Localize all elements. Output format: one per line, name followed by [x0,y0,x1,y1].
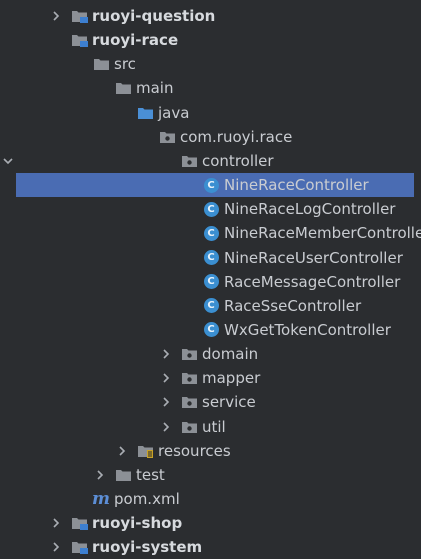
tree-item-nineracemembercontroller[interactable]: C NineRaceMemberController [0,221,421,245]
tree-item-label: java [158,103,190,122]
tree-item-label: ruoyi-race [92,31,179,50]
package-icon [180,419,198,435]
folder-icon [92,56,110,72]
tree-item-label: com.ruoyi.race [180,127,293,146]
class-icon-letter: C [203,274,219,290]
tree-item-label: NineRaceController [224,176,369,195]
tree-item-label: util [202,417,226,436]
module-folder-icon [70,515,88,531]
tree-item-label: NineRaceLogController [224,200,396,219]
tree-item-ruoyi-system[interactable]: ruoyi-system [0,535,421,559]
tree-item-label: resources [158,441,231,460]
tree-item-ruoyi-race[interactable]: ruoyi-race [0,28,421,52]
package-icon [158,129,176,145]
tree-item-label: RaceSseController [224,296,362,315]
tree-item-label: ruoyi-question [92,7,216,25]
class-icon-letter: C [203,322,219,338]
chevron-right-icon[interactable] [158,394,174,410]
class-icon: C [202,298,220,314]
tree-item-util[interactable]: util [0,415,421,439]
class-icon: C [202,201,220,217]
tree-item-racemessagecontroller[interactable]: C RaceMessageController [0,270,421,294]
module-folder-icon [70,32,88,48]
module-folder-icon [70,539,88,555]
folder-icon [114,467,132,483]
resources-folder-icon [136,443,154,459]
tree-item-test[interactable]: test [0,463,421,487]
tree-item-label: NineRaceMemberController [224,224,421,243]
chevron-right-icon[interactable] [114,443,130,459]
class-icon-letter: C [203,298,219,314]
class-icon: C [202,274,220,290]
tree-item-label: src [114,55,136,74]
tree-item-mapper[interactable]: mapper [0,366,421,390]
class-icon-letter: C [203,250,219,265]
maven-icon-letter: m [92,489,110,509]
tree-item-src[interactable]: src [0,52,421,76]
chevron-right-icon[interactable] [158,419,174,435]
chevron-right-icon[interactable] [48,539,64,555]
tree-item-wxgettokencontroller[interactable]: C WxGetTokenController [0,318,421,342]
tree-item-domain[interactable]: domain [0,342,421,366]
tree-item-label: controller [202,151,274,170]
tree-item-label: RaceMessageController [224,272,401,291]
class-icon: C [202,322,220,338]
tree-item-label: service [202,393,256,412]
tree-item-label: pom.xml [114,490,180,508]
chevron-right-icon[interactable] [158,346,174,362]
tree-item-service[interactable]: service [0,390,421,414]
tree-item-nineracecontroller[interactable]: C NineRaceController [16,173,414,198]
tree-item-label: main [136,79,174,98]
tree-item-java[interactable]: java [0,101,421,125]
tree-item-resources[interactable]: resources [0,439,421,463]
tree-item-label: WxGetTokenController [224,320,391,339]
tree-item-main[interactable]: main [0,76,421,100]
tree-item-nineracelogcontroller[interactable]: C NineRaceLogController [0,197,421,221]
tree-item-controller[interactable]: controller [0,149,421,173]
tree-item-nineraceusercontroller[interactable]: C NineRaceUserController [0,246,421,270]
package-icon [180,346,198,362]
tree-item-label: test [136,465,165,484]
chevron-right-icon[interactable] [158,370,174,386]
tree-item-ruoyi-shop[interactable]: ruoyi-shop [0,511,421,535]
package-icon [180,394,198,410]
tree-item-label: mapper [202,369,261,388]
class-icon: C [202,250,220,266]
folder-icon [114,80,132,96]
module-folder-icon [70,8,88,24]
class-icon-letter: C [203,225,219,241]
class-icon-letter: C [203,177,219,193]
class-icon-letter: C [203,201,219,217]
class-icon: C [202,177,220,193]
package-icon [180,153,198,169]
tree-item-racessecontroller[interactable]: C RaceSseController [0,294,421,318]
package-icon [180,370,198,386]
tree-item-label: NineRaceUserController [224,248,403,267]
chevron-right-icon[interactable] [48,515,64,531]
source-folder-icon [136,105,154,121]
tree-item-label: domain [202,345,259,364]
tree-item-label: ruoyi-system [92,538,203,557]
class-icon: C [202,225,220,241]
tree-item-com-ruoyi-race[interactable]: com.ruoyi.race [0,125,421,149]
chevron-right-icon[interactable] [92,467,108,483]
chevron-down-icon[interactable] [0,153,16,169]
chevron-right-icon[interactable] [48,8,64,24]
tree-item-ruoyi-question[interactable]: ruoyi-question [0,4,421,28]
tree-item-label: ruoyi-shop [92,514,183,533]
maven-icon: m [92,489,110,509]
